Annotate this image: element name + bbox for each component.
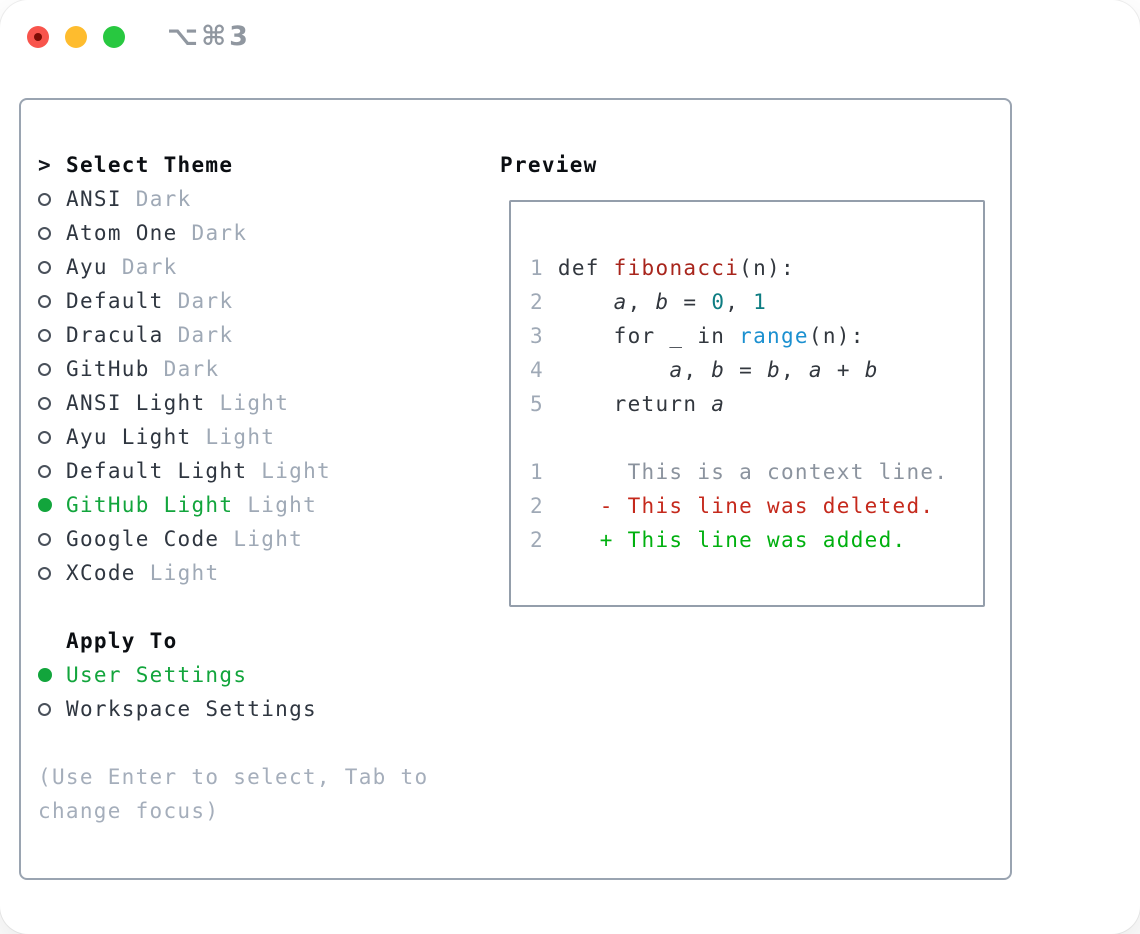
close-button[interactable] [27, 26, 49, 48]
radio-icon [38, 260, 66, 274]
theme-variant-badge: Dark [135, 187, 192, 211]
theme-option[interactable]: GitHub Dark [38, 352, 428, 386]
theme-option[interactable]: Google Code Light [38, 522, 428, 556]
theme-option[interactable]: Ayu Light Light [38, 420, 428, 454]
theme-option[interactable]: GitHub Light Light [38, 488, 428, 522]
line-number: 4 [530, 358, 558, 382]
theme-name: Google Code [66, 527, 220, 551]
theme-option[interactable]: XCode Light [38, 556, 428, 590]
code-block: 1 def fibonacci(n): 2 a, b = 0, 1 3 for _ … [530, 251, 983, 421]
unsaved-dot-icon [34, 33, 42, 41]
theme-variant-badge: Dark [177, 323, 234, 347]
apply-to-label: Apply To [66, 629, 178, 653]
code-line: 3 for _ in range(n): [530, 324, 865, 348]
theme-name: Atom One [66, 221, 178, 245]
theme-name: Default Light [66, 459, 248, 483]
radio-icon [38, 566, 66, 580]
minimize-button[interactable] [65, 26, 87, 48]
radio-icon [38, 226, 66, 240]
apply-to-option[interactable]: Workspace Settings [38, 692, 428, 726]
radio-icon [38, 702, 66, 716]
titlebar: ⌥⌘3 [0, 0, 1140, 75]
radio-icon [38, 396, 66, 410]
radio-icon [38, 430, 66, 444]
spacer [38, 726, 428, 760]
theme-name: GitHub Light [66, 493, 234, 517]
theme-option[interactable]: Default Light Light [38, 454, 428, 488]
theme-variant-badge: Dark [121, 255, 178, 279]
theme-option[interactable]: Atom One Dark [38, 216, 428, 250]
theme-name: ANSI Light [66, 391, 206, 415]
theme-variant-badge: Dark [163, 357, 220, 381]
line-number: 5 [530, 392, 558, 416]
theme-option[interactable]: Ayu Dark [38, 250, 428, 284]
theme-name: ANSI [66, 187, 122, 211]
line-number: 2 [530, 290, 558, 314]
preview-header: Preview [500, 148, 598, 182]
line-number: 1 [530, 460, 600, 484]
spacer [38, 590, 428, 624]
line-number: 2 [530, 528, 600, 552]
theme-name: Ayu Light [66, 425, 192, 449]
radio-selected-icon [38, 668, 66, 682]
theme-variant-badge: Dark [177, 289, 234, 313]
code-line: 1 def fibonacci(n): [530, 256, 795, 280]
diff-line: 1 This is a context line. [530, 460, 949, 484]
code-line: 5 return a [530, 392, 726, 416]
theme-variant-badge: Light [149, 561, 220, 585]
line-number: 2 [530, 494, 600, 518]
radio-icon [38, 294, 66, 308]
radio-icon [38, 328, 66, 342]
radio-selected-icon [38, 498, 66, 512]
apply-to-option[interactable]: User Settings [38, 658, 428, 692]
theme-variant-badge: Light [233, 527, 304, 551]
help-text: (Use Enter to select, Tab to change focu… [38, 760, 428, 828]
select-theme-header: > Select Theme [38, 148, 428, 182]
line-number: 3 [530, 324, 558, 348]
theme-name: Default [66, 289, 164, 313]
diff-block: 1 This is a context line. 2 - This line w… [530, 455, 983, 557]
theme-option[interactable]: ANSI Dark [38, 182, 428, 216]
theme-variant-badge: Light [247, 493, 318, 517]
preview-box: 1 def fibonacci(n): 2 a, b = 0, 1 3 for _ … [509, 200, 985, 607]
theme-option[interactable]: Default Dark [38, 284, 428, 318]
theme-variant-badge: Light [261, 459, 331, 483]
theme-variant-badge: Light [219, 391, 290, 415]
apply-to-name: Workspace Settings [66, 697, 317, 721]
diff-line: 2 - This line was deleted. [530, 494, 935, 518]
radio-icon [38, 362, 66, 376]
diff-line: 2 + This line was added. [530, 528, 907, 552]
radio-icon [38, 532, 66, 546]
help-line: (Use Enter to select, Tab to [38, 765, 429, 789]
theme-variant-badge: Light [205, 425, 276, 449]
window-title-shortcut: ⌥⌘3 [167, 21, 251, 52]
preview-label: Preview [500, 153, 598, 177]
theme-name: Dracula [66, 323, 164, 347]
radio-icon [38, 464, 66, 478]
focus-cursor-icon: > [38, 153, 52, 177]
radio-icon [38, 192, 66, 206]
theme-name: GitHub [66, 357, 150, 381]
apply-to-name: User Settings [66, 663, 248, 687]
line-number: 1 [530, 256, 558, 280]
zoom-button[interactable] [103, 26, 125, 48]
apply-to-header: Apply To [38, 624, 428, 658]
theme-name: XCode [66, 561, 136, 585]
theme-option[interactable]: Dracula Dark [38, 318, 428, 352]
code-line: 4 a, b = b, a + b [530, 358, 879, 382]
code-line: 2 a, b = 0, 1 [530, 290, 768, 314]
theme-option[interactable]: ANSI Light Light [38, 386, 428, 420]
theme-variant-badge: Dark [191, 221, 248, 245]
select-theme-label: Select Theme [66, 153, 234, 177]
theme-name: Ayu [66, 255, 108, 279]
help-line: change focus) [38, 799, 220, 823]
